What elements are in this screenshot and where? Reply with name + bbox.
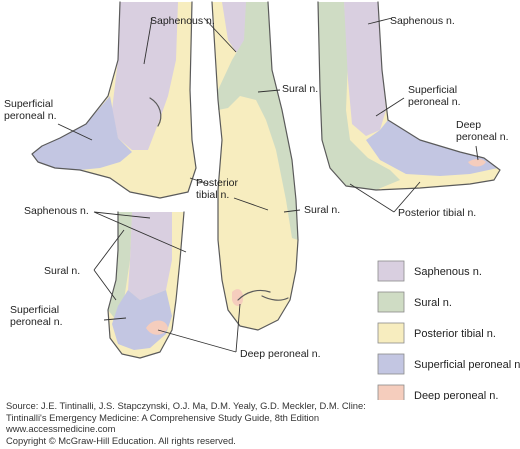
leader-superficial-left [57,123,93,141]
lateral-foot-saphenous [344,2,386,136]
dorsal-foot-sural [108,212,132,320]
legend: Saphenous n. Sural n. Posterior tibial n. S… [377,260,520,400]
legend-swatch-deep-peroneal [377,384,405,400]
source-line-4: Copyright © McGraw-Hill Education. All r… [6,434,236,446]
lateral-foot-deep-peroneal [468,159,486,167]
lateral-foot-superficial-peroneal [366,120,498,176]
leader-saphenous-right [367,17,393,25]
legend-label-deep-peroneal: Deep peroneal n. [414,390,498,400]
sole-toe-creases [237,289,289,301]
source-citation: Source: J.E. Tintinalli, J.S. Stapczynsk… [6,400,516,446]
lateral-foot-sural [318,2,400,190]
leader-posterior-center [189,177,269,211]
label-sural-center: Sural n. [282,83,318,95]
diagram-labels: Saphenous n. Saphenous n. Sural n. Super… [4,15,509,360]
dorsal-foot-view [107,211,185,359]
leader-deep-right [475,145,479,161]
sole-outline [211,1,299,331]
legend-label-posterior-tibial: Posterior tibial n. [414,328,496,340]
leader-superficial-bottom [103,317,127,321]
leader-saphenous-top [143,17,153,65]
leader-lines [57,17,479,353]
lateral-foot-outline [317,1,501,191]
leader-posterior-right [349,181,421,213]
medial-foot-superficial-peroneal [32,96,132,170]
leader-sural-bottom [93,229,125,301]
medial-foot-view [31,1,197,199]
source-line-3: www.accessmedicine.com [6,423,116,435]
medial-foot-outline [31,1,197,199]
legend-label-sural: Sural n. [414,297,452,309]
label-sural-sole: Sural n. [304,204,340,216]
sole-deep-peroneal [232,289,244,306]
medial-malleolus-contour [149,97,162,127]
leader-superficial-right [375,97,405,117]
legend-swatch-posterior-tibial [377,322,405,344]
leader-sural-center [257,89,281,93]
foot-nerve-diagram: Saphenous n. Saphenous n. Sural n. Super… [4,1,520,400]
dorsal-foot-saphenous [128,212,172,300]
label-saphenous-bottom: Saphenous n. [24,205,89,217]
lateral-foot-view [317,1,501,191]
dorsal-foot-superficial-peroneal [112,290,172,350]
legend-swatch-superficial-peroneal [377,353,405,375]
medial-foot-saphenous [112,2,178,150]
dorsal-foot-outline [107,211,185,359]
legend-label-saphenous: Saphenous n. [414,266,482,278]
sole-sural-band [218,2,298,240]
legend-label-superficial-peroneal: Superficial peroneal n. [414,359,520,371]
leader-sural-sole [283,209,301,213]
label-posterior-tibial-right: Posterior tibial n. [398,207,476,219]
source-line-2: Tintinalli's Emergency Medicine: A Compr… [6,411,320,423]
legend-swatch-sural [377,291,405,313]
legend-swatch-saphenous [377,260,405,282]
label-saphenous-top: Saphenous n. [150,15,215,27]
sole-foot-view [211,1,299,331]
leader-saphenous-bottom [93,211,187,253]
label-saphenous-right-top: Saphenous n. [390,15,455,27]
label-deep-peroneal-bottom: Deep peroneal n. [240,348,321,360]
leader-saphenous-top-2 [203,17,237,53]
source-line-1: Source: J.E. Tintinalli, J.S. Stapczynsk… [6,400,366,411]
leader-deep-bottom [157,303,241,353]
label-sural-bottom: Sural n. [44,265,80,277]
